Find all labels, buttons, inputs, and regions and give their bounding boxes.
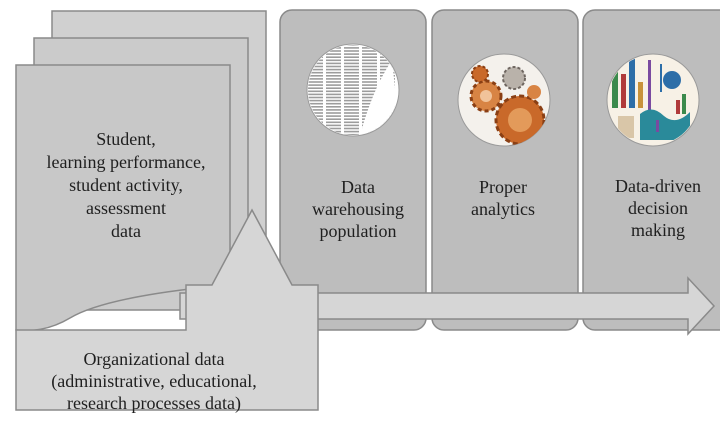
organizational-data-callout <box>15 208 319 411</box>
stage-label-decision: Data-driven decision making <box>615 176 701 240</box>
gears-icon <box>457 53 551 147</box>
charts-icon <box>606 53 700 147</box>
student-data-document-stack <box>15 10 267 332</box>
stage-label-analytics: Proper analytics <box>471 177 535 219</box>
student-data-label: Student, learning performance, student a… <box>46 129 206 241</box>
organizational-data-label: Organizational data (administrative, edu… <box>51 349 257 413</box>
data-table-icon <box>306 43 400 137</box>
stage-label-warehousing: Data warehousing population <box>312 177 404 241</box>
